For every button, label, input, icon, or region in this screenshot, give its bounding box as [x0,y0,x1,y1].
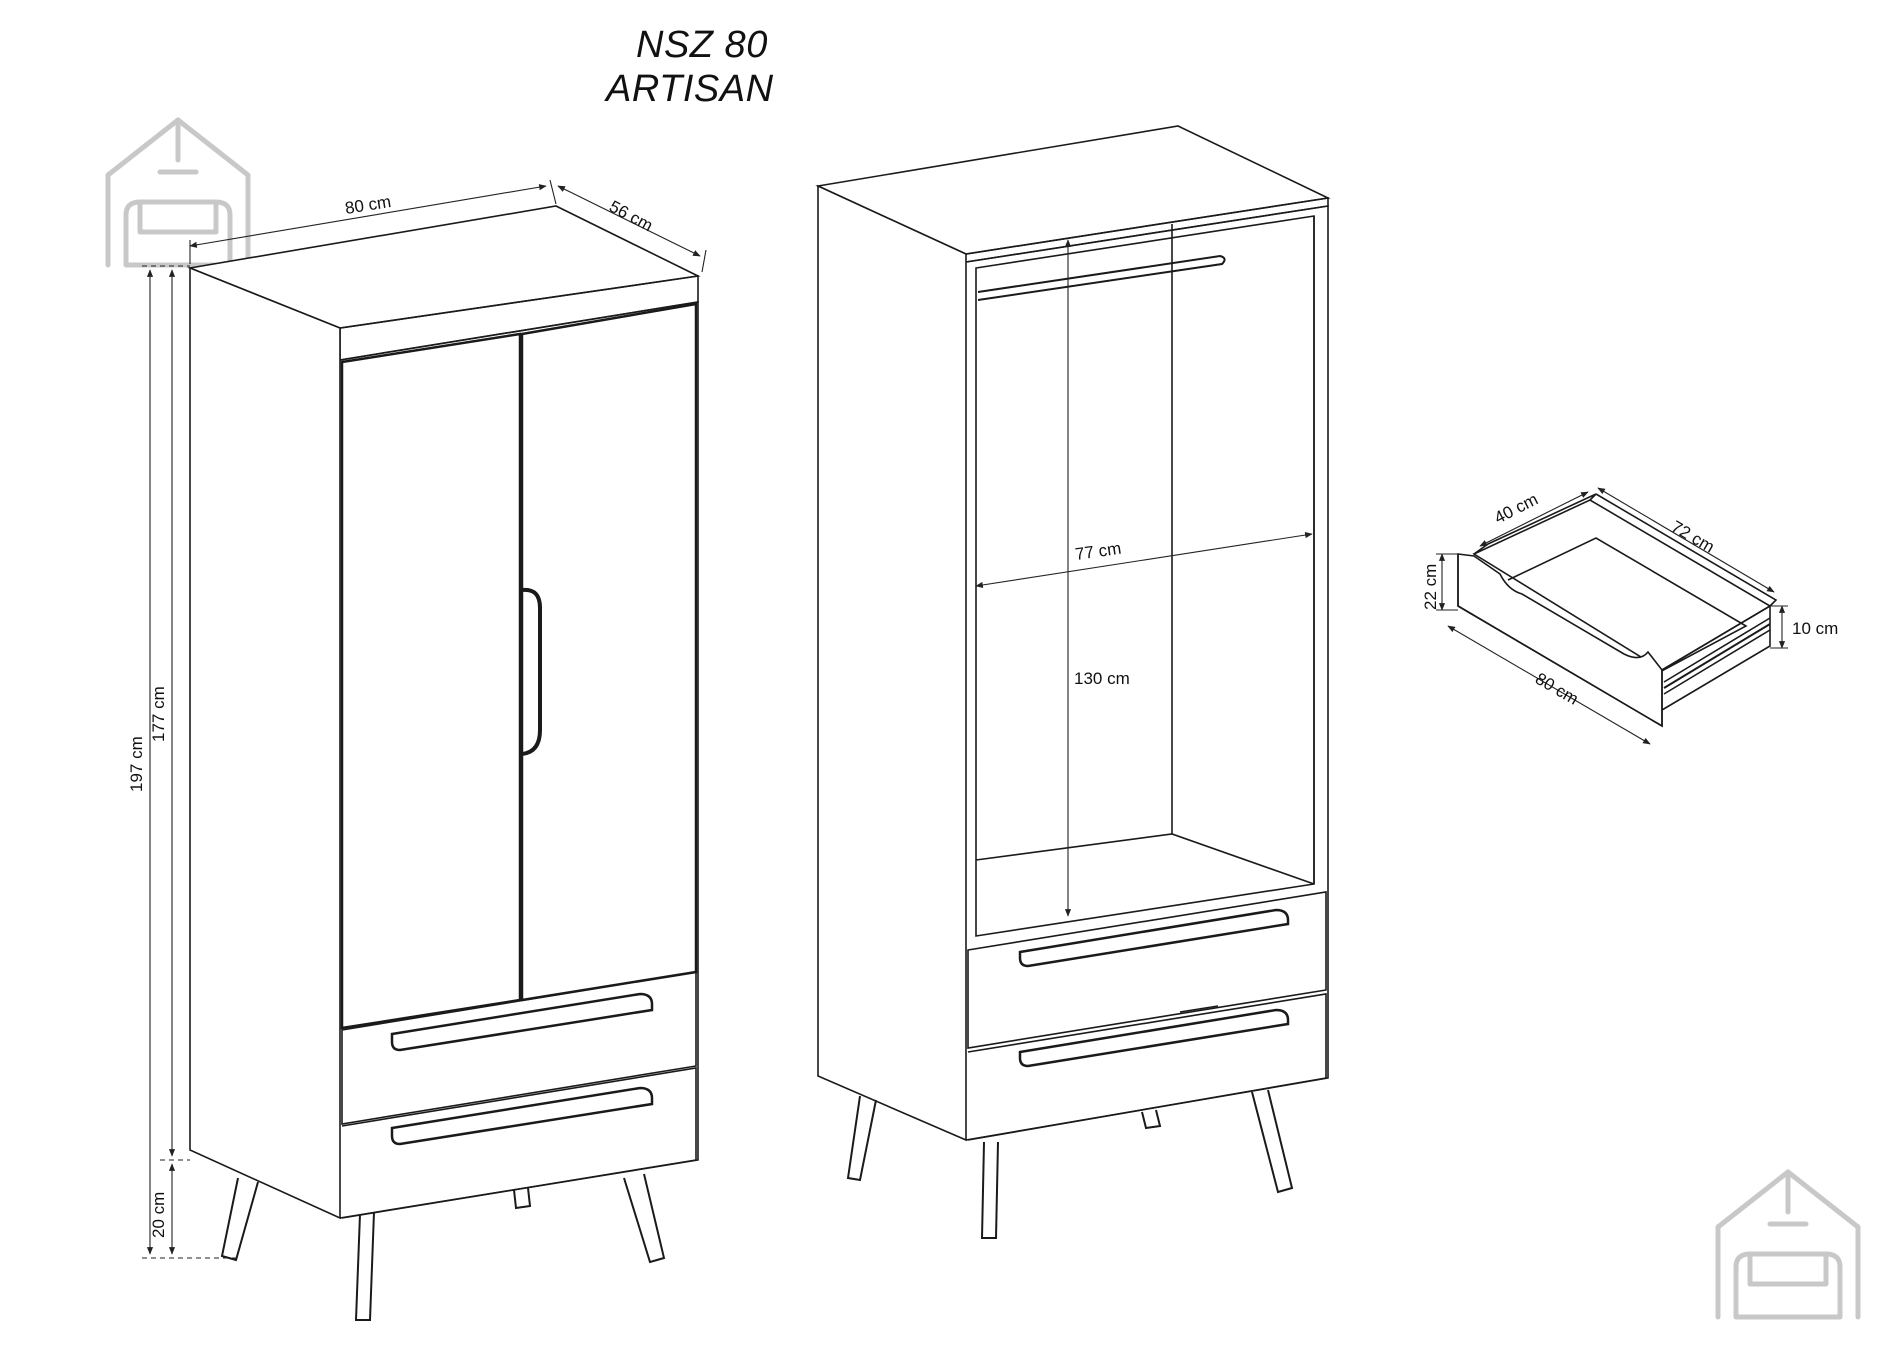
drawer-depth-label: 40 cm [1491,490,1541,528]
house-sofa-icon [1715,1169,1861,1320]
drawer-height-label: 22 cm [1421,564,1440,610]
total-height-label: 197 cm [127,736,146,792]
collection-title: ARTISAN [606,68,774,110]
wardrobe-open-view: 77 cm 130 cm [815,125,1331,1239]
wardrobe-closed-view: 80 cm 56 cm 197 cm 177 cm 20 cm [127,179,707,1321]
inner-height-label: 130 cm [1074,669,1130,688]
leg-height-label: 20 cm [149,1192,168,1238]
depth-label: 56 cm [606,197,656,236]
model-title: NSZ 80 [636,24,768,66]
house-sofa-icon [105,117,251,268]
body-height-label: 177 cm [149,686,168,742]
drawer-detail-view: 40 cm 72 cm 22 cm 10 cm 80 cm [1421,487,1838,745]
drawer-side-height-label: 10 cm [1792,619,1838,638]
width-label: 80 cm [344,192,393,218]
inner-width-label: 77 cm [1074,539,1122,564]
